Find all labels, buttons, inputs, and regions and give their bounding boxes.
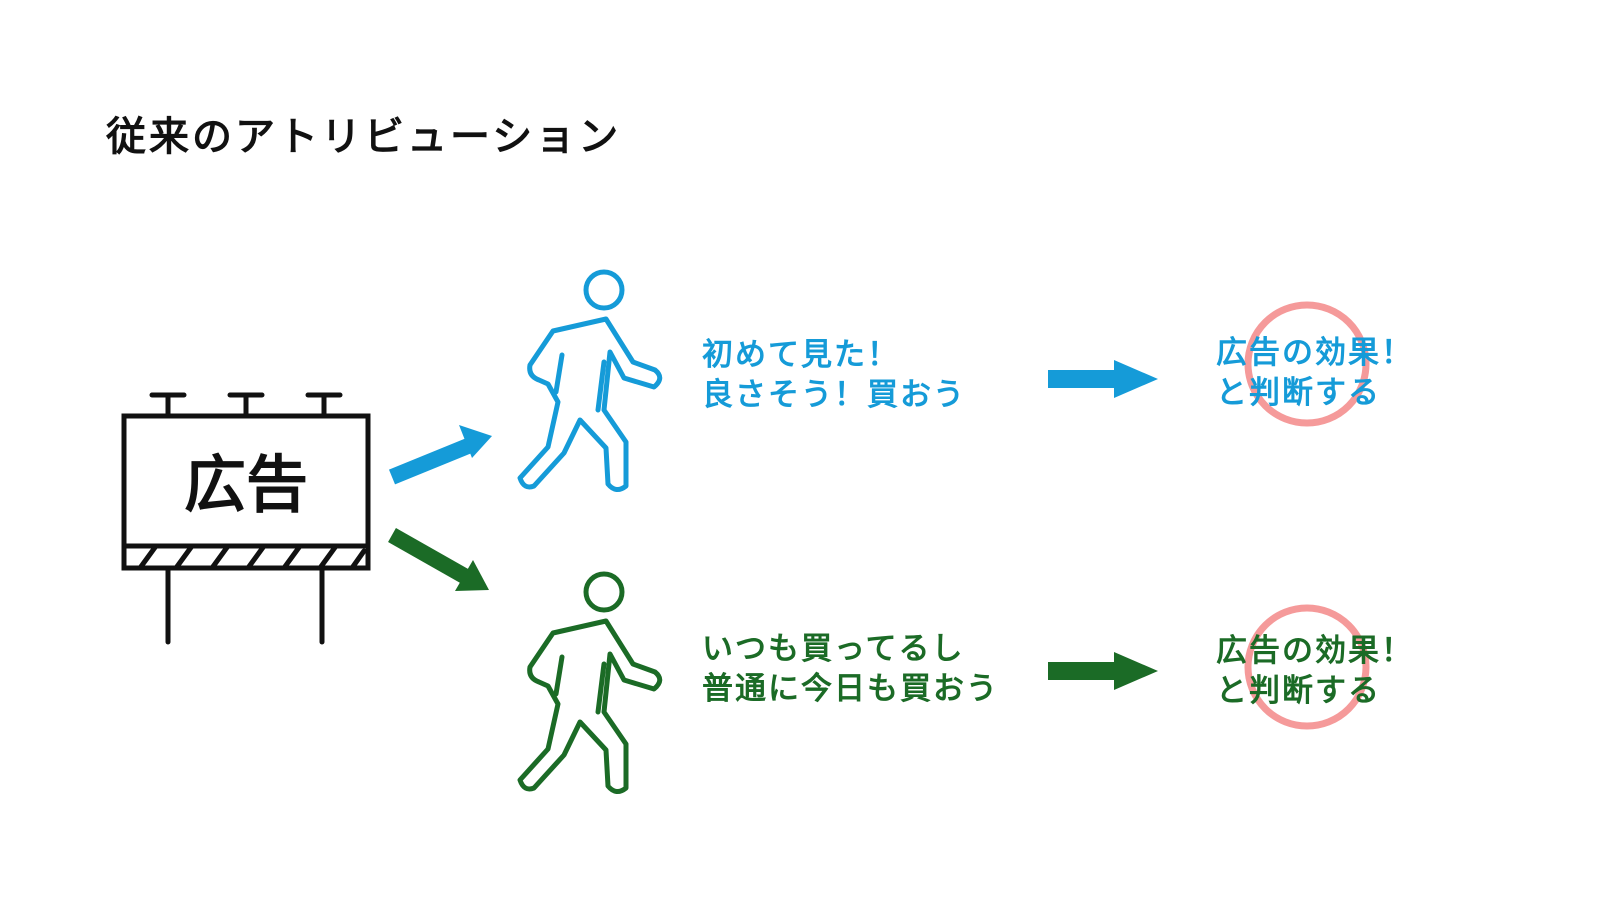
arrow-to-repeat-customer (388, 528, 489, 591)
walking-person-icon (517, 269, 663, 492)
quote-line: 普通に今日も買おう (702, 671, 999, 707)
verdict-new: 広告の効果！ と判断する (1216, 333, 1414, 413)
verdict-line: 広告の効果！ (1216, 335, 1414, 371)
approval-circle (1244, 604, 1370, 730)
verdict-line: と判断する (1216, 673, 1381, 709)
arrow-to-new-customer (388, 425, 492, 485)
billboard-label: 広告 (184, 448, 308, 521)
arrow-to-verdict-repeat (1048, 652, 1158, 690)
page-title: 従来のアトリビューション (106, 114, 622, 160)
quote-line: 初めて見た！ (702, 337, 900, 373)
verdict-line: 広告の効果！ (1216, 633, 1414, 669)
new-customer-quote: 初めて見た！ 良さそう！買おう (702, 335, 966, 415)
verdict-line: と判断する (1216, 375, 1381, 411)
quote-line: いつも買ってるし (702, 631, 965, 667)
approval-circle (1244, 301, 1370, 427)
quote-line: 良さそう！買おう (702, 377, 966, 413)
walking-person-icon (517, 571, 663, 794)
billboard-icon (121, 392, 371, 645)
verdict-repeat: 広告の効果！ と判断する (1216, 631, 1414, 711)
arrow-to-verdict-new (1048, 360, 1158, 398)
repeat-customer-quote: いつも買ってるし 普通に今日も買おう (702, 629, 999, 709)
